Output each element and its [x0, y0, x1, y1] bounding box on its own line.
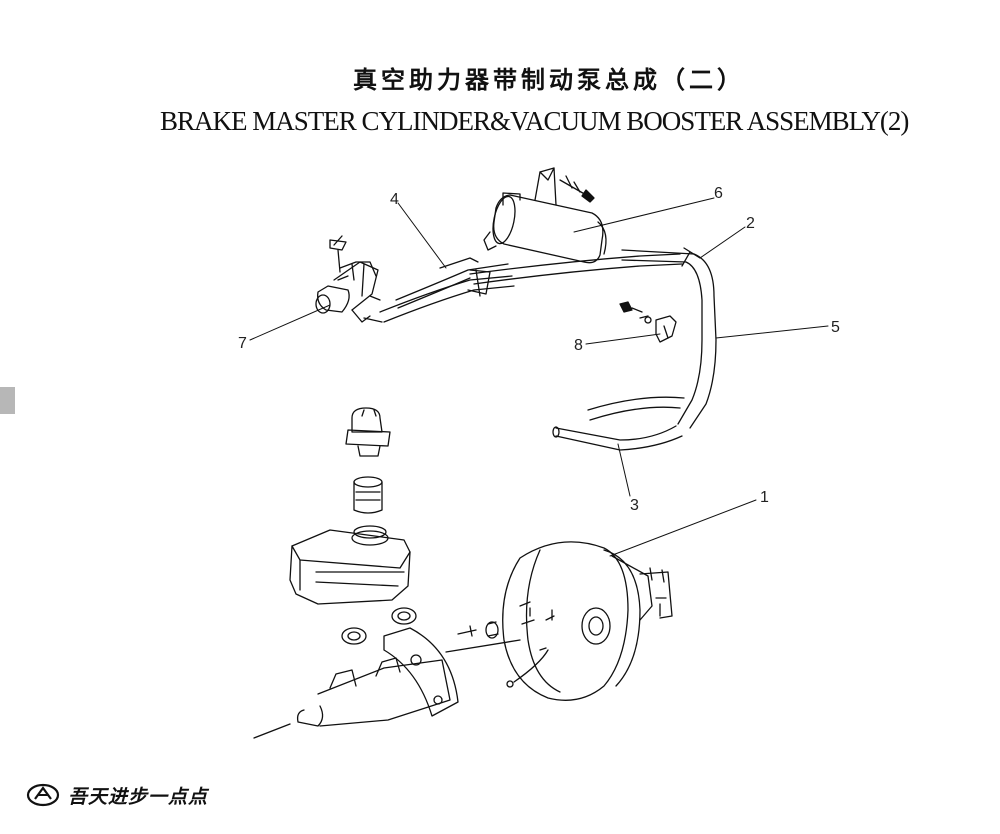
brand-logo-icon	[26, 783, 60, 807]
part-vacuum-hose	[379, 257, 515, 323]
leader-lines	[249, 197, 829, 557]
callout-5: 5	[831, 319, 840, 336]
callout-1: 1	[760, 489, 769, 506]
footer-slogan: 吾天进步一点点	[68, 786, 209, 808]
part-reservoir-cap	[345, 407, 391, 457]
title-chinese: 真空助力器带制动泵总成（二）	[353, 66, 745, 94]
part-reservoir-strainer	[353, 476, 383, 514]
callout-7: 7	[238, 335, 247, 352]
callout-6: 6	[714, 185, 723, 202]
part-master-cylinder	[253, 627, 521, 739]
part-bracket-clamp	[619, 301, 677, 343]
side-tab-marker	[0, 387, 15, 414]
part-hose-section	[552, 396, 685, 451]
callout-4: 4	[390, 191, 399, 208]
callout-2: 2	[746, 215, 755, 232]
part-push-rod	[457, 621, 499, 639]
part-vacuum-line	[469, 247, 717, 429]
part-vacuum-canister	[483, 167, 607, 264]
part-grommets	[341, 607, 417, 645]
title-english: BRAKE MASTER CYLINDER&VACUUM BOOSTER ASS…	[160, 106, 909, 136]
part-check-valve	[315, 235, 383, 323]
callout-8: 8	[574, 337, 583, 354]
part-fluid-reservoir	[289, 529, 411, 605]
callout-3: 3	[630, 497, 639, 514]
part-vacuum-booster	[502, 541, 673, 701]
